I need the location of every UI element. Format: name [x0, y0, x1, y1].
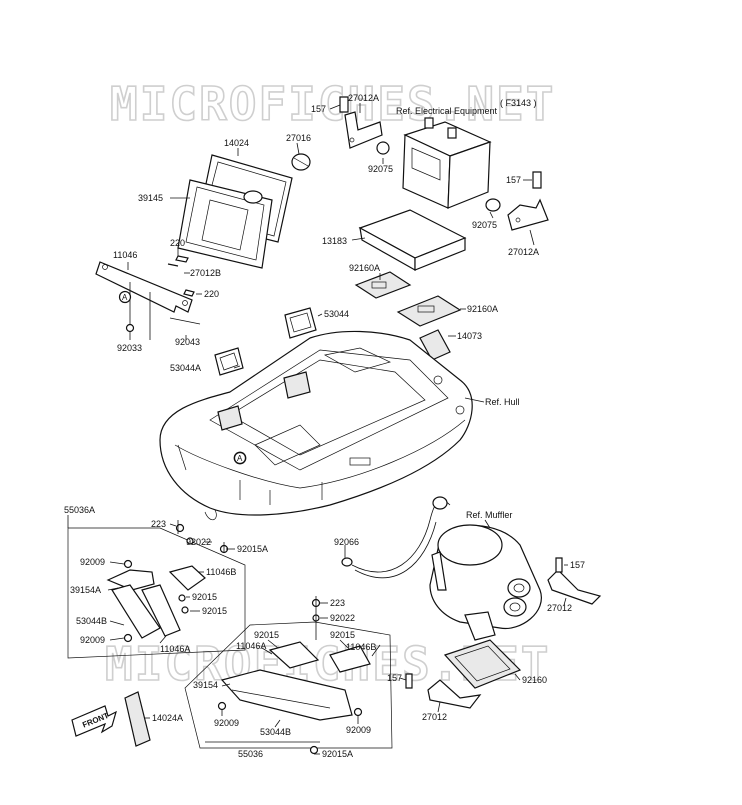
muffler-bracket-27012-lower [405, 673, 482, 709]
pad-14024A-part [124, 691, 151, 747]
label-11046B: 11046B [206, 567, 236, 577]
label-11046A: 11046A [236, 641, 266, 651]
label-92015: 92015 [330, 630, 355, 640]
label-157: 157 [506, 175, 521, 185]
label-92009: 92009 [80, 557, 105, 567]
label-53044B: 53044B [76, 616, 107, 626]
label-220: 220 [170, 238, 185, 248]
label-11046B: 11046B [346, 642, 376, 652]
pad-92160A-right [396, 295, 462, 327]
label-92043: 92043 [175, 337, 200, 347]
label-27016: 27016 [286, 133, 311, 143]
gasket-53044A-part [214, 347, 311, 431]
label-ref-hull: Ref. Hull [485, 397, 520, 407]
label-27012: 27012 [547, 603, 572, 613]
bracket-11046-part [95, 255, 201, 340]
label-92015: 92015 [202, 606, 227, 616]
label-92022: 92022 [330, 613, 355, 623]
label-ref-muffler: Ref. Muffler [466, 510, 512, 520]
label-157: 157 [387, 673, 402, 683]
circle-ref-a-hull: A [233, 451, 247, 465]
hose-92066-part [341, 496, 451, 579]
label-27012B: 27012B [190, 268, 221, 278]
storage-cover-part [177, 153, 311, 269]
watermark-top: MICROFICHES.NET [110, 77, 555, 131]
label-11046: 11046 [113, 250, 137, 260]
label-14073: 14073 [457, 331, 482, 341]
label-157: 157 [311, 104, 326, 114]
battery-bracket-27012A-left [339, 96, 390, 155]
label-92022: 92022 [186, 537, 211, 547]
label-11046A: 11046A [160, 644, 190, 654]
bracket-assembly-55036 [184, 596, 393, 755]
label-27012: 27012 [422, 712, 447, 722]
label-27012A: 27012A [348, 93, 379, 103]
label-92009: 92009 [80, 635, 105, 645]
hull-part [159, 330, 473, 521]
muffler-bracket-27012-upper [547, 557, 602, 605]
label-92075: 92075 [368, 164, 393, 174]
diagram-code: ( F3143 ) [500, 98, 537, 108]
battery-part [402, 117, 492, 209]
label-220: 220 [204, 289, 219, 299]
label-92075: 92075 [472, 220, 497, 230]
pad-92160A-left [354, 271, 412, 299]
label-223: 223 [151, 519, 166, 529]
svg-text:A: A [237, 454, 243, 463]
label-92009: 92009 [346, 725, 371, 735]
muffler-part [429, 524, 542, 641]
muffler-pad-92160 [443, 639, 522, 689]
label-27012A: 27012A [508, 247, 539, 257]
label-157: 157 [570, 560, 585, 570]
label-92015: 92015 [192, 592, 217, 602]
label-92033: 92033 [117, 343, 142, 353]
label-92160A: 92160A [349, 263, 380, 273]
label-53044: 53044 [324, 309, 349, 319]
label-92160: 92160 [522, 675, 547, 685]
label-13183: 13183 [322, 236, 347, 246]
front-arrow-icon: FRONT [71, 705, 117, 737]
circle-ref-a-left: A [118, 290, 132, 304]
label-39154A: 39154A [70, 585, 101, 595]
gasket-53044-part [284, 307, 317, 339]
label-53044A: 53044A [170, 363, 201, 373]
label-14024A: 14024A [152, 713, 183, 723]
leader-lines [67, 103, 568, 755]
label-92015A: 92015A [322, 749, 353, 759]
label-92015: 92015 [254, 630, 279, 640]
part-labels: 157 27012A Ref. Electrical Equipment 140… [64, 93, 585, 759]
strap-14073-part [419, 329, 451, 361]
label-55036A: 55036A [64, 505, 95, 515]
label-92009: 92009 [214, 718, 239, 728]
battery-bracket-27012A-right [485, 171, 549, 231]
label-ref-electrical: Ref. Electrical Equipment [396, 106, 498, 116]
label-92015A: 92015A [237, 544, 268, 554]
svg-text:A: A [122, 293, 128, 302]
label-223: 223 [330, 598, 345, 608]
label-92160A: 92160A [467, 304, 498, 314]
label-14024: 14024 [224, 138, 249, 148]
label-39145: 39145 [138, 193, 163, 203]
bracket-assembly-55036A [67, 520, 246, 659]
battery-tray-part [358, 209, 467, 272]
label-53044B: 53044B [260, 727, 291, 737]
label-92066: 92066 [334, 537, 359, 547]
label-55036: 55036 [238, 749, 263, 759]
label-39154: 39154 [193, 680, 218, 690]
